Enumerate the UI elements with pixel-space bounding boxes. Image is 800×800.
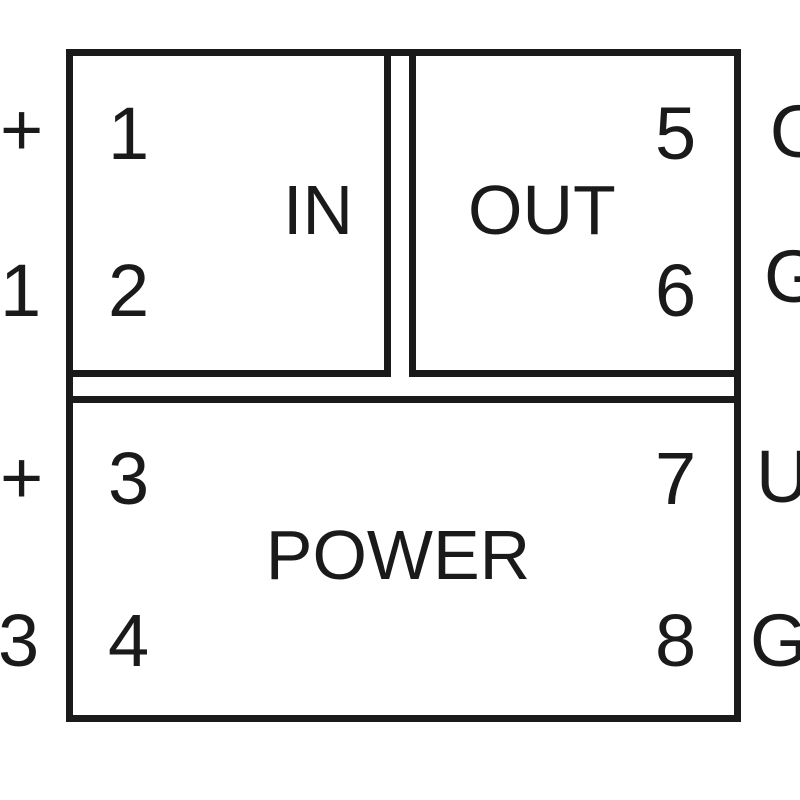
power-block-top-line	[73, 396, 734, 403]
module-outline	[66, 49, 741, 722]
external-label-terminal-4: 3	[0, 599, 40, 682]
terminal-5: 5	[655, 92, 697, 175]
terminal-4: 4	[108, 599, 150, 682]
out-block-bottom-line	[409, 370, 734, 377]
external-label-terminal-6-clipped: G	[764, 235, 800, 318]
terminal-7: 7	[655, 437, 697, 520]
external-label-terminal-7-clipped: U	[756, 435, 800, 518]
power-block-label: POWER	[265, 516, 531, 594]
terminal-2: 2	[108, 249, 150, 332]
external-label-terminal-8-clipped: G	[750, 599, 800, 682]
in-block-label: IN	[283, 171, 353, 249]
in-out-divider-left-line	[384, 56, 391, 377]
out-block-label: OUT	[468, 171, 616, 249]
external-label-terminal-2: 1	[0, 249, 42, 332]
external-label-terminal-1-plus: +	[0, 88, 44, 171]
in-out-divider-right-line	[409, 56, 416, 377]
terminal-8: 8	[655, 599, 697, 682]
external-label-terminal-5-clipped: O	[770, 90, 800, 173]
in-block-bottom-line	[73, 370, 391, 377]
external-label-terminal-3-plus: +	[0, 436, 44, 519]
terminal-1: 1	[108, 92, 150, 175]
terminal-6: 6	[655, 249, 697, 332]
terminal-3: 3	[108, 437, 150, 520]
